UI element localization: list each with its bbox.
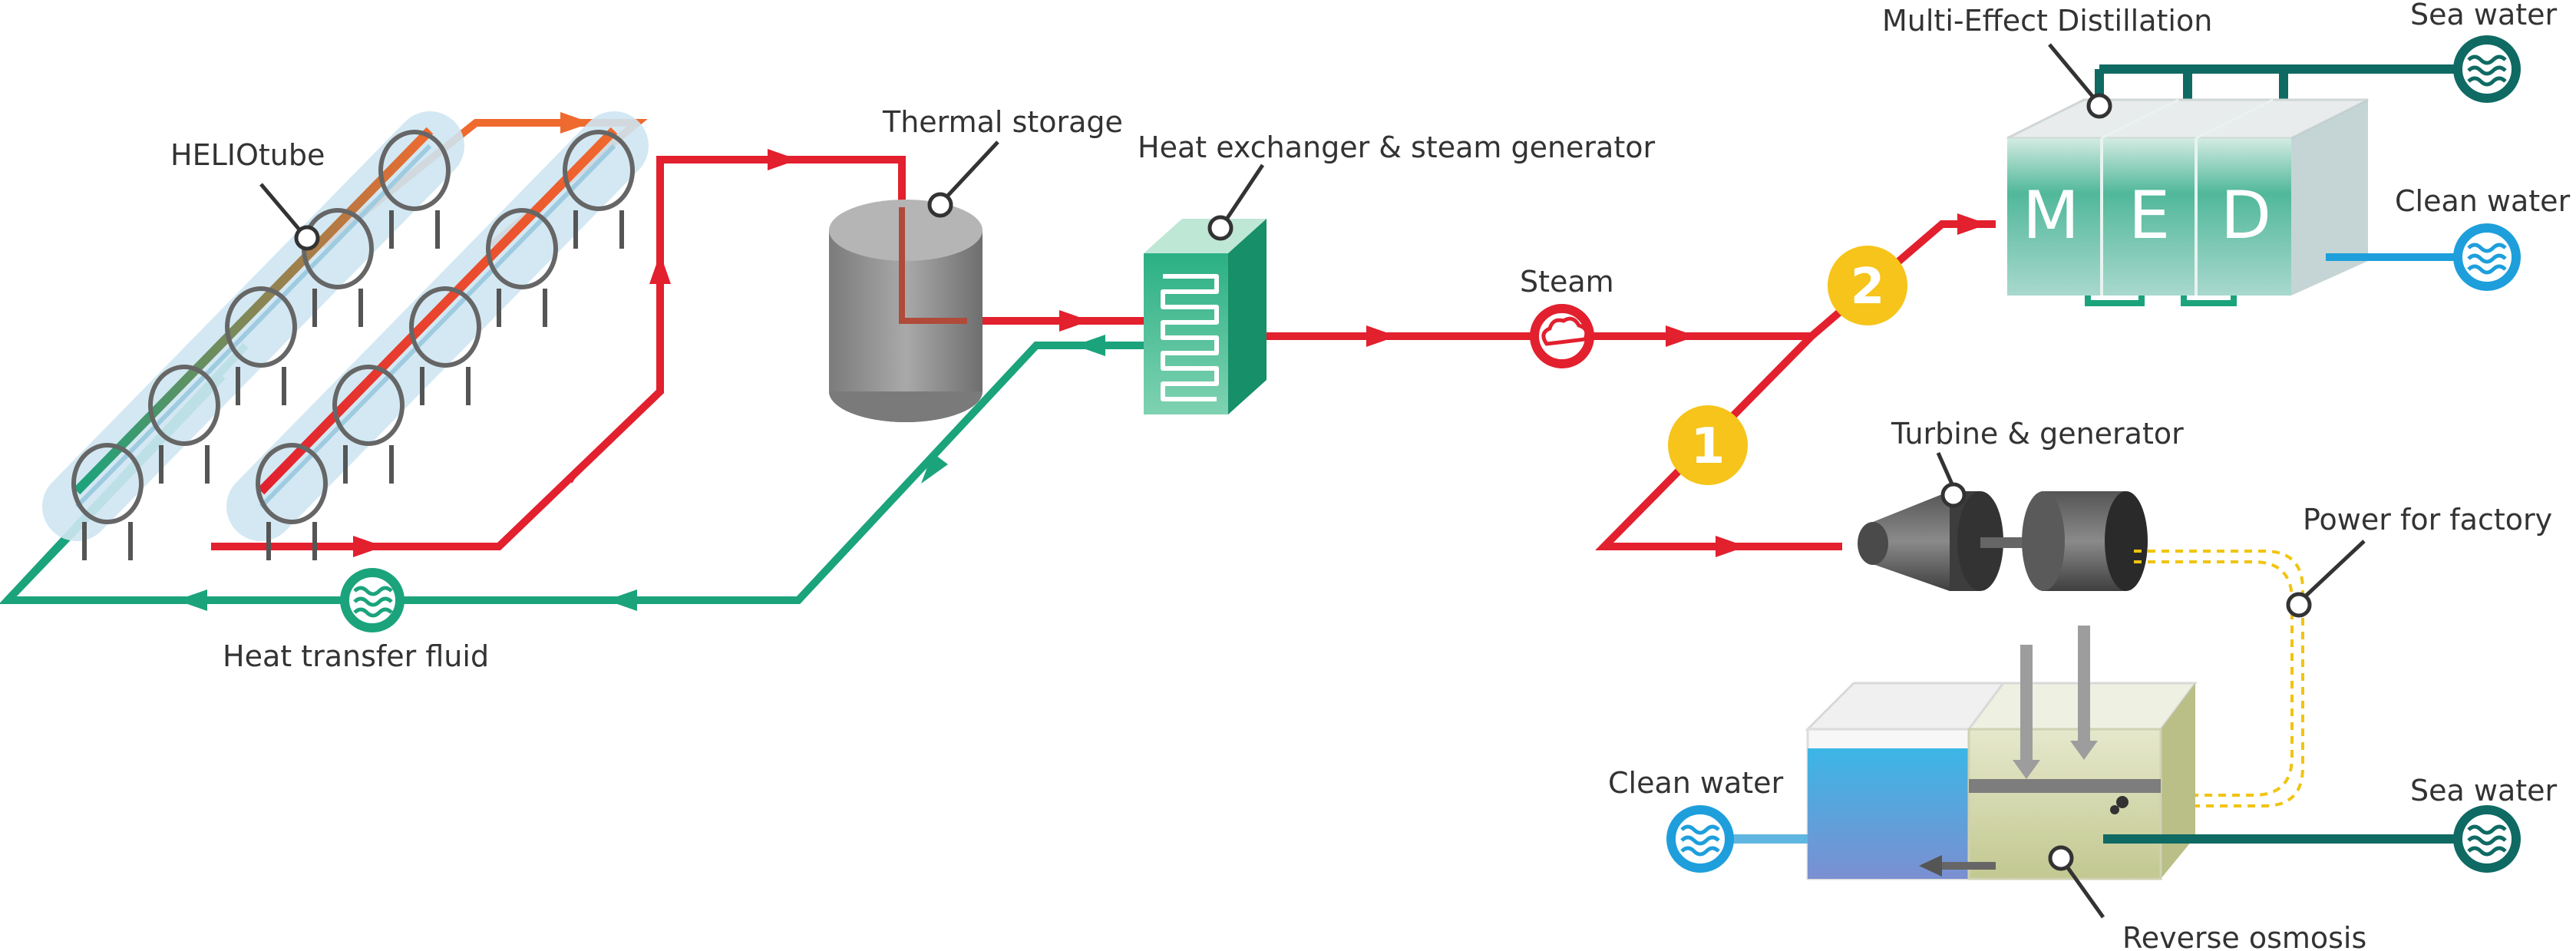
sea-water-bottom-icon	[2453, 805, 2521, 873]
med-letter-d: D	[2221, 177, 2271, 254]
label-thermal-storage: Thermal storage	[882, 105, 1123, 139]
marker-2-label: 2	[1851, 259, 1885, 315]
label-heliotube: HELIOtube	[170, 138, 325, 172]
marker-1: 1	[1668, 405, 1748, 485]
heat-transfer-fluid-icon	[340, 568, 405, 632]
clean-water-bottom-icon	[1666, 805, 1734, 873]
heliotube-collector-row-b	[226, 111, 649, 560]
sea-water-top-icon	[2453, 35, 2521, 103]
label-clean-water-top: Clean water	[2395, 184, 2571, 218]
label-reverse-osmosis: Reverse osmosis	[2122, 921, 2366, 951]
steam-icon	[1530, 304, 1594, 368]
label-turbine: Turbine & generator	[1891, 417, 2184, 451]
marker-2: 2	[1828, 246, 1907, 325]
label-heat-transfer-fluid: Heat transfer fluid	[223, 639, 489, 673]
hot-supply-line	[211, 149, 1996, 557]
med-letter-e: E	[2129, 177, 2170, 254]
label-steam: Steam	[1520, 265, 1614, 299]
reverse-osmosis-unit	[1805, 626, 2198, 880]
thermal-storage-tank	[829, 200, 983, 422]
label-sea-water-top: Sea water	[2410, 0, 2558, 31]
med-letter-m: M	[2023, 177, 2079, 254]
label-heat-exchanger: Heat exchanger & steam generator	[1138, 130, 1655, 164]
clean-water-top-icon	[2453, 223, 2521, 291]
marker-1-label: 1	[1691, 418, 1726, 475]
label-clean-water-bottom: Clean water	[1608, 766, 1784, 800]
label-power: Power for factory	[2303, 503, 2552, 537]
label-sea-water-bottom: Sea water	[2410, 774, 2558, 807]
heliotube-collector-row-a	[42, 111, 464, 560]
label-med-title: Multi-Effect Distillation	[1882, 4, 2212, 38]
turbine-generator	[1858, 491, 2148, 591]
callout-leaders	[259, 43, 2366, 919]
med-unit: M E D	[2006, 98, 2369, 306]
heat-exchanger	[1144, 219, 1267, 414]
power-line	[2126, 550, 2304, 807]
